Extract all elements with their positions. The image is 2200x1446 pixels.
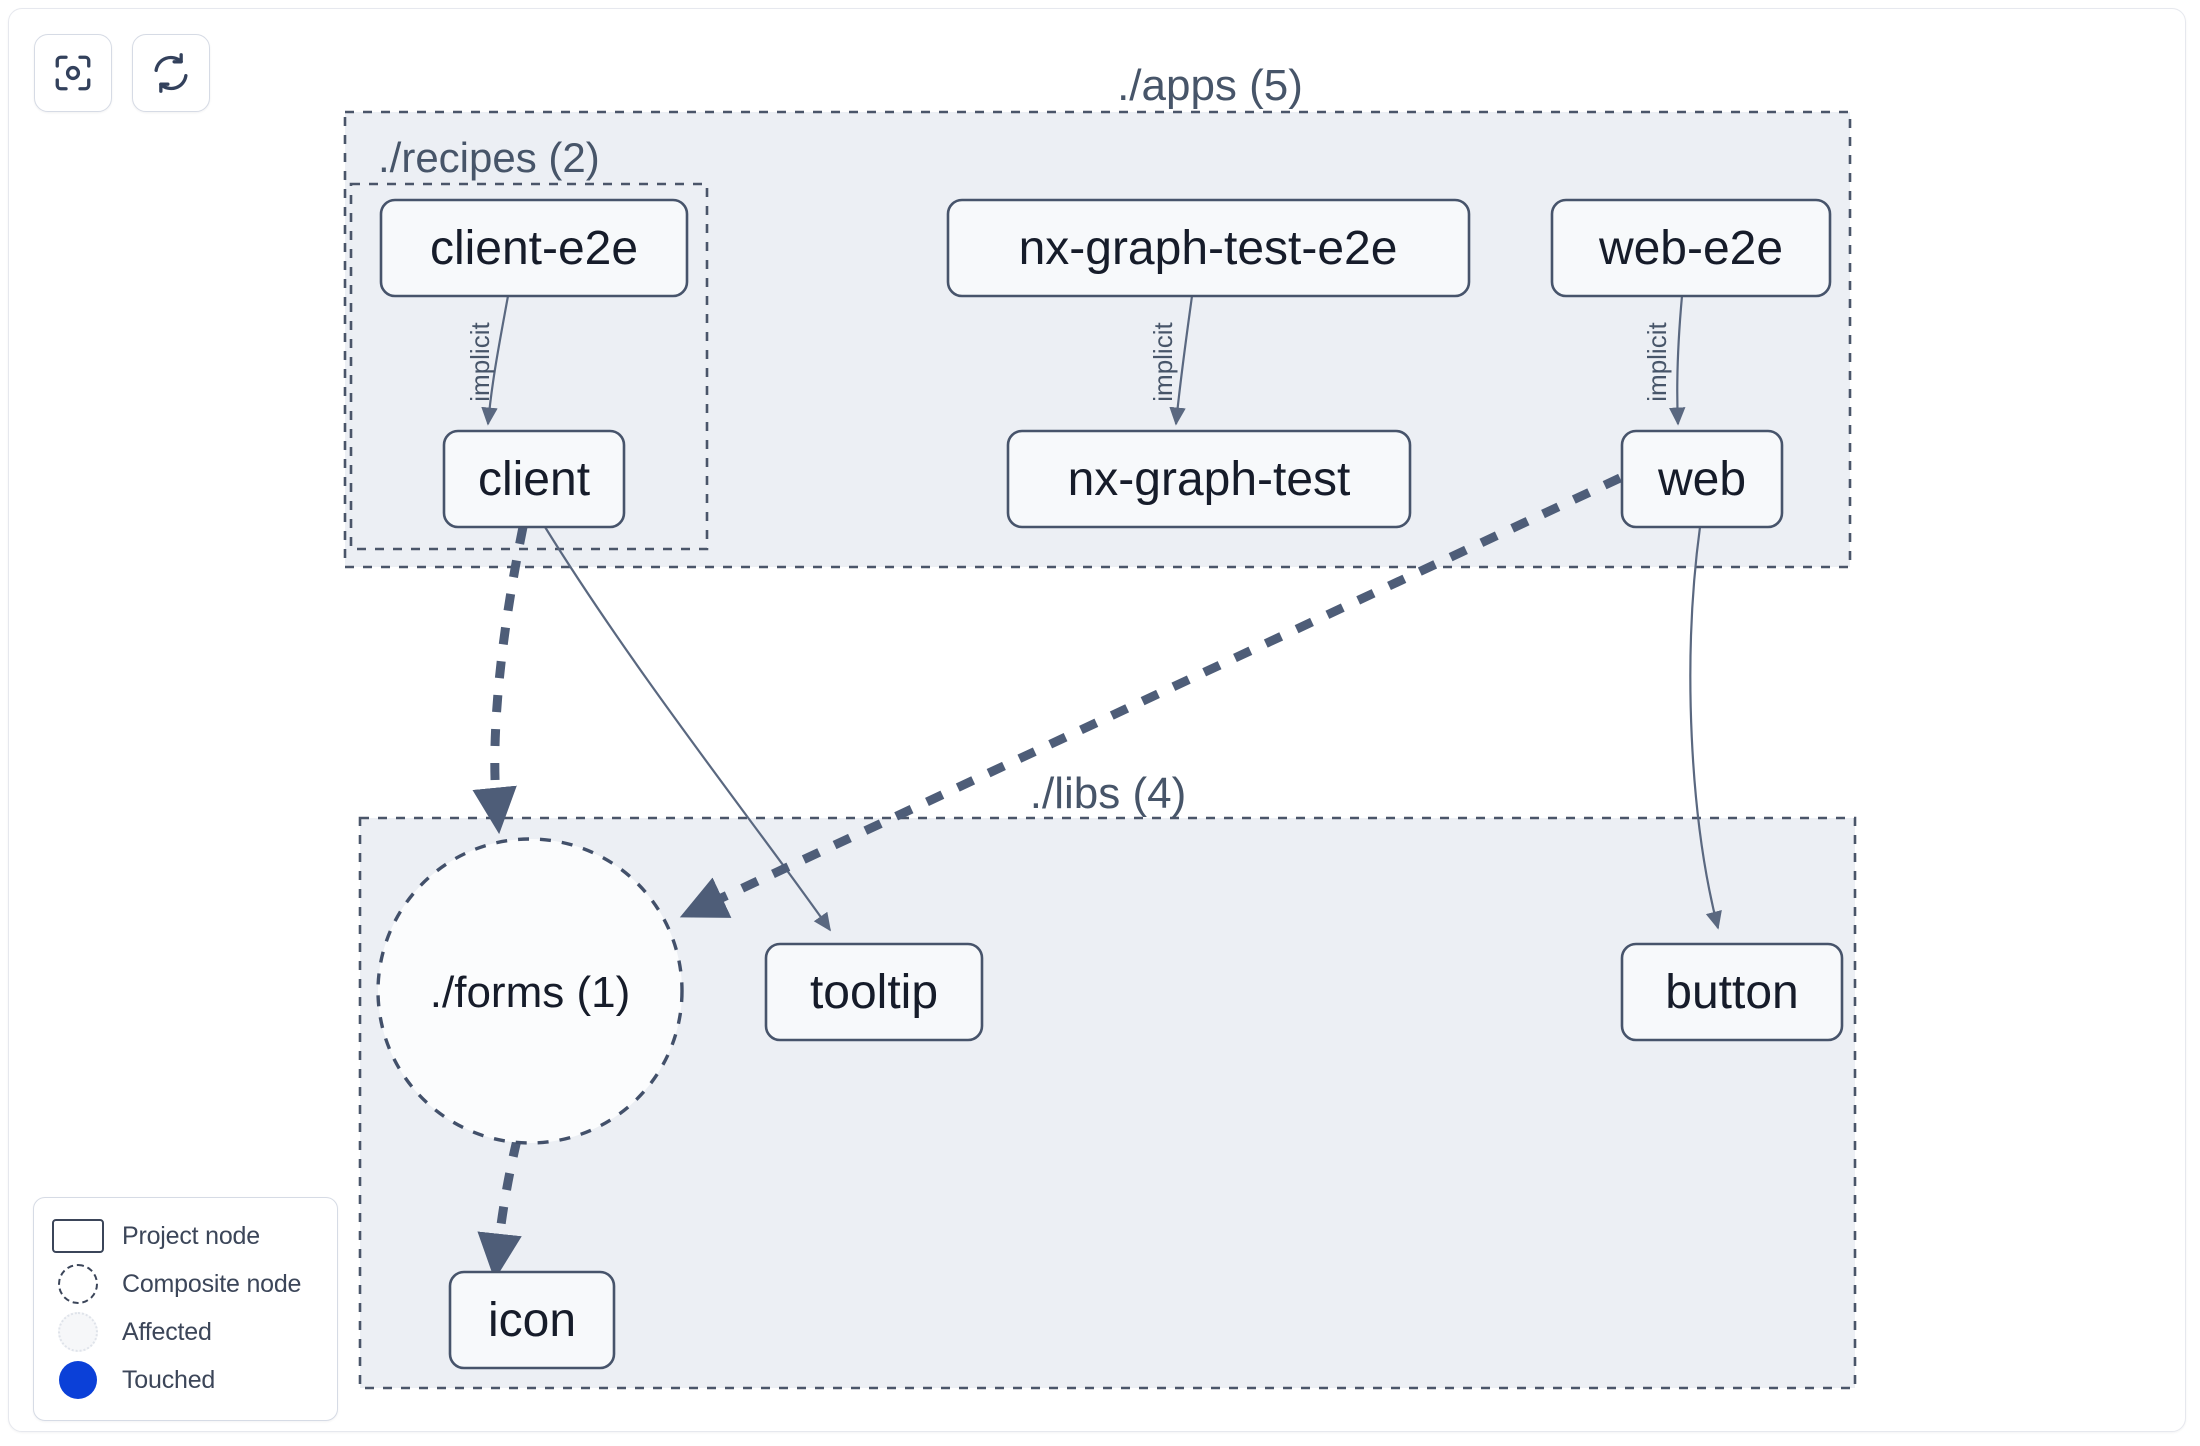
graph-toolbar <box>34 34 210 112</box>
node-icon-label: icon <box>488 1294 576 1347</box>
node-forms-label: ./forms (1) <box>430 968 630 1017</box>
node-nx-graph-test-box <box>1006 429 1412 529</box>
node-client-e2e[interactable]: client-e2e <box>379 198 689 298</box>
node-nx-graph-test-e2e-label: nx-graph-test-e2e <box>1019 222 1398 275</box>
affected-swatch <box>50 1312 106 1352</box>
node-icon-box <box>448 1270 616 1370</box>
graph-legend: Project node Composite node Affected Tou… <box>33 1197 338 1421</box>
edge-client-e2e-to-client[interactable] <box>481 295 510 426</box>
focus-graph-button[interactable] <box>34 34 112 112</box>
edge-label-web-e2e-web: implicit <box>1642 322 1672 402</box>
node-forms-circle <box>376 837 684 1145</box>
node-nx-graph-test-label: nx-graph-test <box>1068 453 1351 506</box>
legend-item-affected: Affected <box>50 1308 321 1356</box>
focus-target-icon <box>52 52 94 94</box>
node-web-label: web <box>1657 453 1746 506</box>
node-button[interactable]: button <box>1620 942 1844 1042</box>
node-web-e2e-label: web-e2e <box>1598 222 1783 275</box>
refresh-icon <box>150 52 192 94</box>
node-button-box <box>1620 942 1844 1042</box>
legend-label-touched: Touched <box>122 1365 216 1394</box>
edge-web-to-button[interactable] <box>1689 526 1722 930</box>
composite-node-swatch <box>50 1264 106 1304</box>
refresh-graph-button[interactable] <box>132 34 210 112</box>
legend-item-composite-node: Composite node <box>50 1260 321 1308</box>
node-nx-graph-test[interactable]: nx-graph-test <box>1006 429 1412 529</box>
legend-label-composite-node: Composite node <box>122 1269 302 1298</box>
node-client-e2e-label: client-e2e <box>430 222 638 275</box>
node-tooltip-label: tooltip <box>810 966 938 1019</box>
group-libs-label: ./libs (4) <box>1030 769 1186 818</box>
graph-edges: implicit implicit implicit <box>465 295 1722 1281</box>
node-web-e2e-box <box>1550 198 1832 298</box>
node-web-box <box>1620 429 1784 529</box>
legend-label-project-node: Project node <box>122 1221 260 1250</box>
edge-web-e2e-to-web[interactable] <box>1668 295 1686 426</box>
edge-label-client-e2e-client: implicit <box>465 322 495 402</box>
node-web[interactable]: web <box>1620 429 1784 529</box>
edge-client-to-tooltip[interactable] <box>544 526 831 932</box>
graph-nodes: client-e2e nx-graph-test-e2e web-e2e cli… <box>376 198 1844 1370</box>
node-tooltip[interactable]: tooltip <box>764 942 984 1042</box>
edge-client-to-forms[interactable] <box>472 526 528 835</box>
node-client-e2e-box <box>379 198 689 298</box>
group-recipes-label: ./recipes (2) <box>378 134 600 181</box>
node-button-label: button <box>1665 966 1798 1019</box>
node-nx-graph-test-e2e-box <box>946 198 1471 298</box>
legend-label-affected: Affected <box>122 1317 212 1346</box>
touched-swatch <box>50 1360 106 1400</box>
legend-item-touched: Touched <box>50 1356 321 1404</box>
edge-label-nx-graph-test-e2e-nx-graph-test: implicit <box>1148 322 1178 402</box>
node-forms[interactable]: ./forms (1) <box>376 837 684 1145</box>
group-apps-label: ./apps (5) <box>1117 61 1303 110</box>
edge-nx-graph-test-e2e-to-nx-graph-test[interactable] <box>1169 295 1194 426</box>
node-client[interactable]: client <box>442 429 626 529</box>
node-icon[interactable]: icon <box>448 1270 616 1370</box>
node-nx-graph-test-e2e[interactable]: nx-graph-test-e2e <box>946 198 1471 298</box>
node-client-box <box>442 429 626 529</box>
node-web-e2e[interactable]: web-e2e <box>1550 198 1832 298</box>
legend-item-project-node: Project node <box>50 1212 321 1260</box>
edge-forms-to-icon[interactable] <box>477 1138 522 1281</box>
node-client-label: client <box>478 453 590 506</box>
node-tooltip-box <box>764 942 984 1042</box>
project-node-swatch <box>50 1216 106 1256</box>
